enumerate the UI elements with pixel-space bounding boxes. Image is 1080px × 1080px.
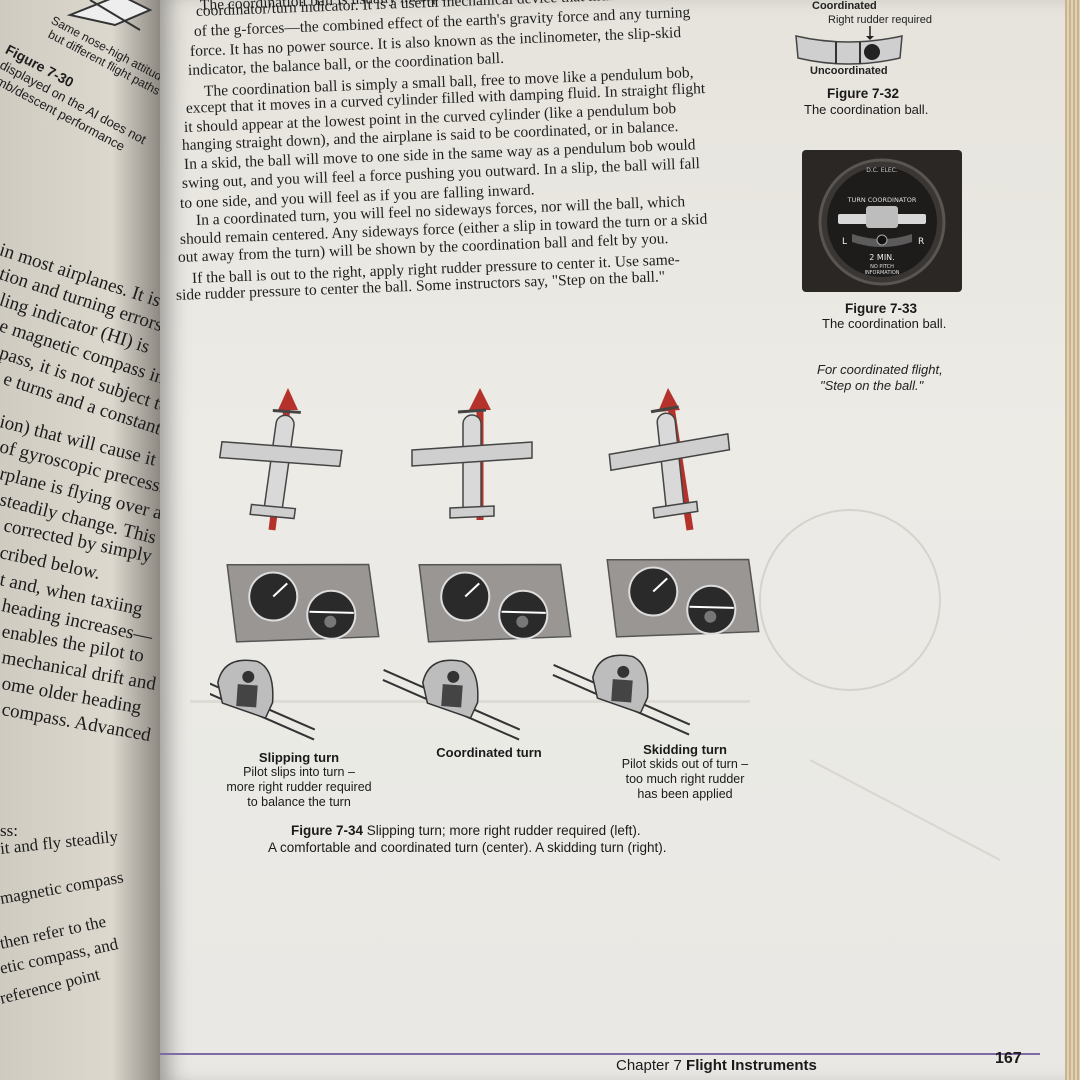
fig33-np1: NO PITCH — [870, 264, 894, 270]
right-page: The coordination ball is usually incorpo… — [160, 0, 1065, 1080]
fig33-caption: The coordination ball. — [822, 316, 947, 331]
fig34-panel-line: Pilot skids out of turn – — [621, 757, 749, 771]
fig34-panel-line: too much right rudder — [625, 772, 745, 786]
footer-chapter-label: Chapter 7 — [616, 1057, 682, 1074]
fig34-panel-title: Slipping turn — [258, 750, 340, 765]
page-number: 167 — [995, 1050, 1022, 1067]
fig33-dc-label: D.C. ELEC. — [866, 167, 898, 174]
fig34-caption-line1: Figure 7-34 Slipping turn; more right ru… — [291, 823, 641, 838]
fig32-caption: The coordination ball. — [804, 102, 929, 117]
fig32-right-rudder-label: Right rudder required — [828, 14, 932, 26]
fig33-l-label: L — [842, 237, 847, 247]
airplane-illustration-icon — [66, 0, 153, 31]
fig34-panel-line: more right rudder required — [226, 780, 372, 794]
fig32-title: Figure 7-32 — [827, 86, 900, 101]
fig33-min-label: 2 MIN. — [869, 253, 894, 262]
fig34-panel-line: to balance the turn — [247, 795, 351, 809]
fig34-panel-title: Coordinated turn — [436, 745, 542, 760]
fig33-title: Figure 7-33 — [845, 301, 918, 316]
skidding-turn-illustration — [548, 388, 770, 736]
fig33-r-label: R — [918, 237, 924, 247]
coordination-ball-diagram — [795, 26, 903, 65]
footer-section: Flight Instruments — [686, 1057, 817, 1074]
fig32-coordinated-label: Coordinated — [812, 0, 877, 12]
fig34-caption-line2: A comfortable and coordinated turn (cent… — [268, 840, 667, 855]
left-page-text-line: ss: — [0, 821, 18, 840]
turn-coordinator-photo: D.C. ELEC. TURN COORDINATOR L R 2 MIN. N… — [802, 150, 962, 292]
fig33-tc-label: TURN COORDINATOR — [847, 196, 917, 204]
fig34-caption1: Slipping turn; more right rudder require… — [366, 823, 641, 838]
footer-rule — [160, 1053, 1040, 1055]
side-note-line: "Step on the ball." — [820, 378, 924, 393]
fig34-panel-line: has been applied — [637, 787, 733, 801]
fig34-panel-title: Skidding turn — [643, 742, 727, 757]
fig32-uncoordinated-label: Uncoordinated — [810, 65, 888, 77]
page-edge — [1065, 0, 1080, 1080]
fig34-title: Figure 7-34 — [291, 823, 364, 838]
slipping-turn-illustration — [210, 388, 390, 741]
footer-chapter: Chapter 7 Flight Instruments — [616, 1057, 817, 1074]
left-page: Same nose-high attitude but different fl… — [0, 0, 160, 1080]
left-page-text-line: magnetic compass — [0, 867, 125, 908]
coordinated-turn-illustration — [378, 388, 582, 741]
fig33-np2: INFORMATION — [864, 270, 899, 276]
figure-7-34-illustration — [210, 388, 770, 741]
fig34-panel-line: Pilot slips into turn – — [243, 765, 355, 779]
side-note-line: For coordinated flight, — [817, 362, 943, 377]
